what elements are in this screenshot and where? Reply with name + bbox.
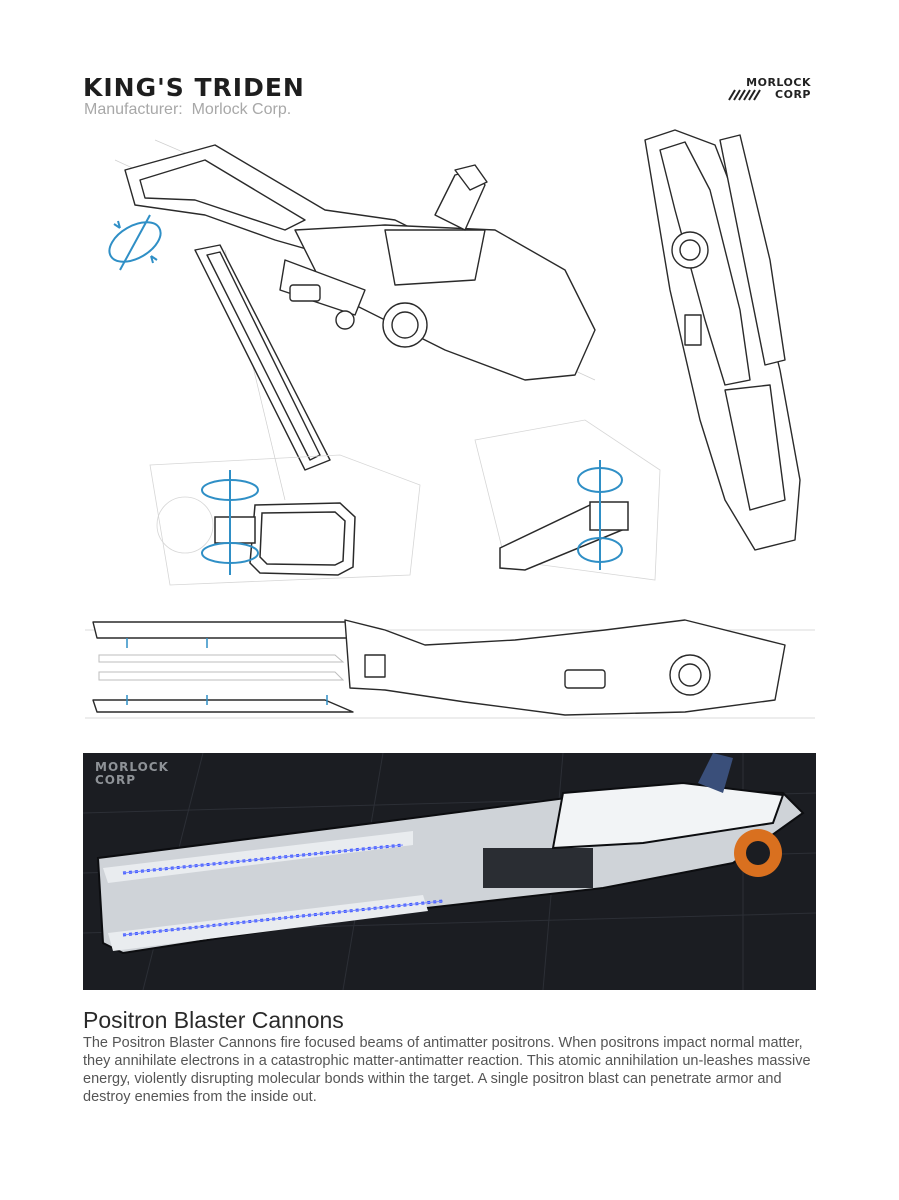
sketch-vertical-view: [644, 129, 801, 551]
manufacturer-line: Manufacturer: Morlock Corp.: [84, 101, 292, 118]
sketch-angled-view: [108, 139, 596, 501]
weapon-title: KING'S TRIDEN: [83, 73, 305, 102]
sketch-grip-detail-right: [474, 419, 661, 581]
logo-line1: MORLOCK: [746, 76, 811, 89]
render-watermark-line1: MORLOCK: [95, 760, 169, 774]
morlock-corp-logo: MORLOCK CORP: [727, 77, 817, 103]
sketch-side-view: [85, 619, 815, 719]
weapon-render: [83, 753, 816, 990]
logo-stripes-icon: [728, 89, 761, 101]
render-watermark: MORLOCK CORP: [95, 761, 169, 787]
render-watermark-line2: CORP: [95, 773, 137, 787]
sketch-grip-detail-left: [149, 454, 421, 586]
section-title: Positron Blaster Cannons: [83, 1007, 344, 1033]
render-panel: MORLOCK CORP: [83, 753, 816, 990]
section-body: The Positron Blaster Cannons fire focuse…: [83, 1035, 811, 1105]
logo-line2: CORP: [775, 88, 811, 101]
